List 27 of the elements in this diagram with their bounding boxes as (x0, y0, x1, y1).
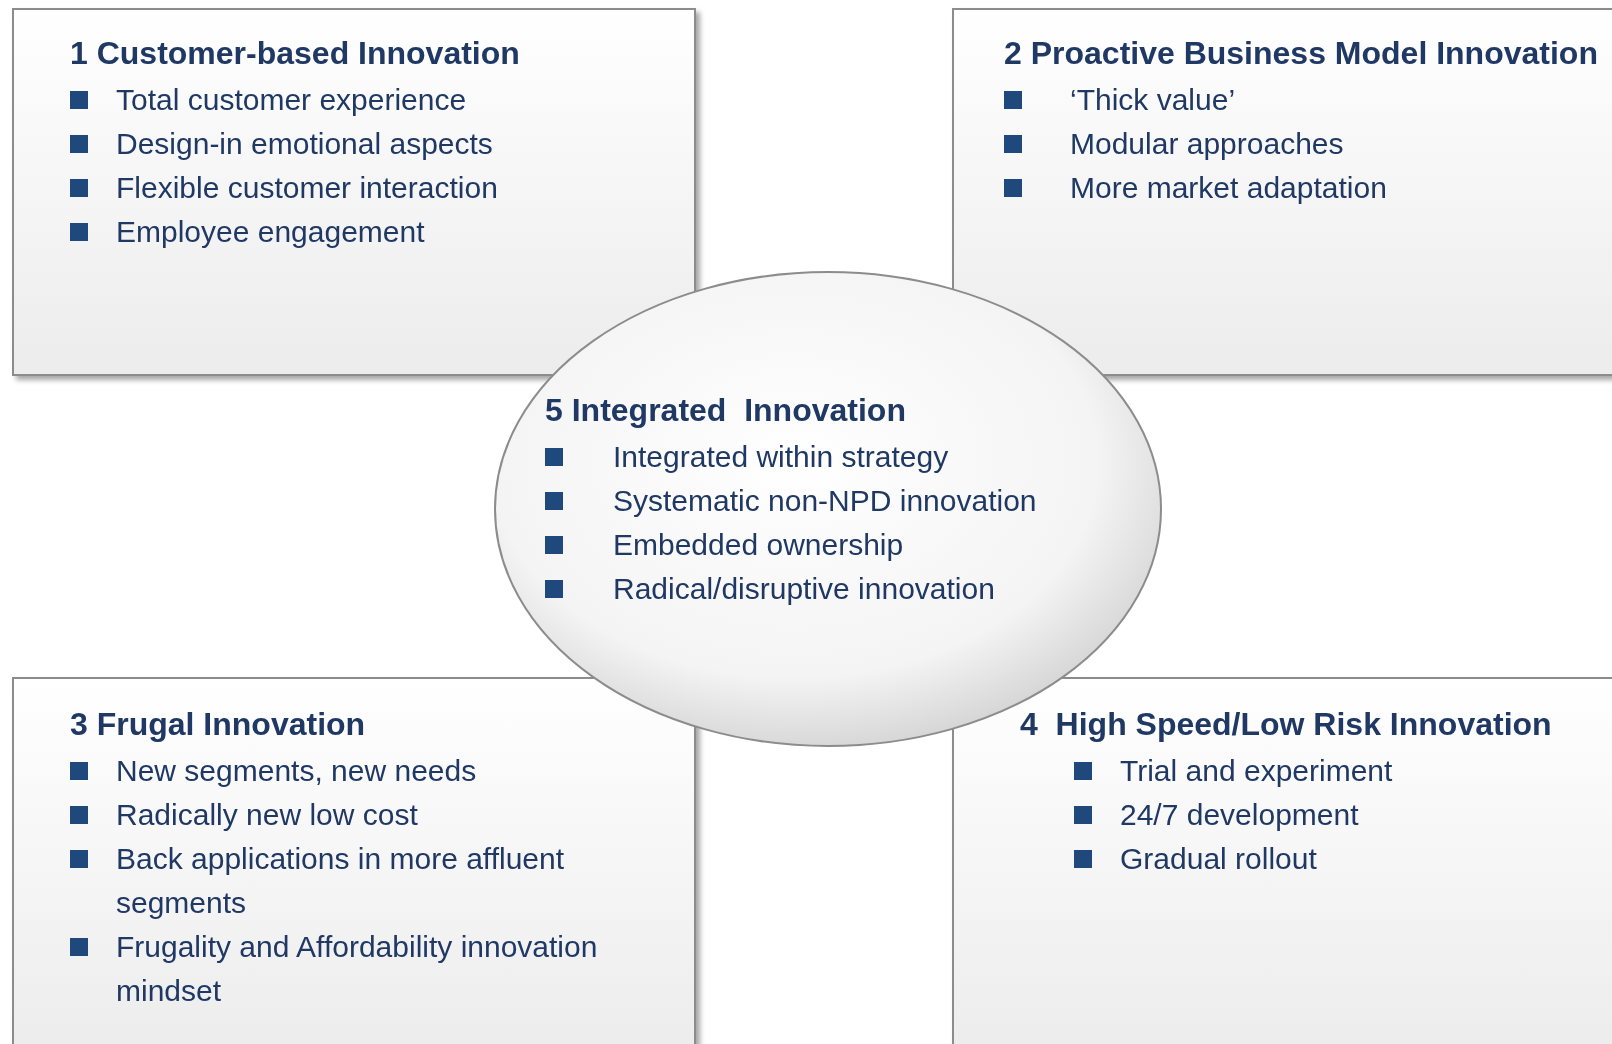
box-heading: 3 Frugal Innovation (70, 705, 367, 744)
bullet-item: Gradual rollout (1020, 837, 1612, 881)
bullet-item: Embedded ownership (545, 523, 1185, 567)
category-box (12, 8, 696, 376)
bullet-item: Flexible customer interaction (70, 166, 690, 210)
bullet-item: 24/7 development (1020, 793, 1612, 837)
bullet-item: More market adaptation (1004, 166, 1604, 210)
bullet-item: Total customer experience (70, 78, 690, 122)
bullet-item: Frugality and Affordability innovation mindset (70, 925, 694, 1013)
category-box (952, 677, 1612, 1044)
bullet-item: Design-in emotional aspects (70, 122, 690, 166)
bullet-item: Systematic non-NPD innovation (545, 479, 1185, 523)
category-box (952, 8, 1612, 376)
box-heading: 4 High Speed/Low Risk Innovation (1020, 705, 1553, 744)
bullet-item: ‘Thick value’ (1004, 78, 1604, 122)
bullet-item: Integrated within strategy (545, 435, 1185, 479)
box-heading: 2 Proactive Business Model Innovation (1004, 34, 1599, 73)
bullet-item: Back applications in more affluent segments (70, 837, 694, 925)
bullet-item: Employee engagement (70, 210, 690, 254)
bullet-item: Modular approaches (1004, 122, 1604, 166)
box-heading: 5 Integrated Innovation (545, 391, 907, 430)
bullet-item: Trial and experiment (1020, 749, 1612, 793)
bullet-item: New segments, new needs (70, 749, 694, 793)
category-box (12, 677, 696, 1044)
bullet-item: Radical/disruptive innovation (545, 567, 1185, 611)
box-heading: 1 Customer-based Innovation (70, 34, 521, 73)
bullet-item: Radically new low cost (70, 793, 694, 837)
